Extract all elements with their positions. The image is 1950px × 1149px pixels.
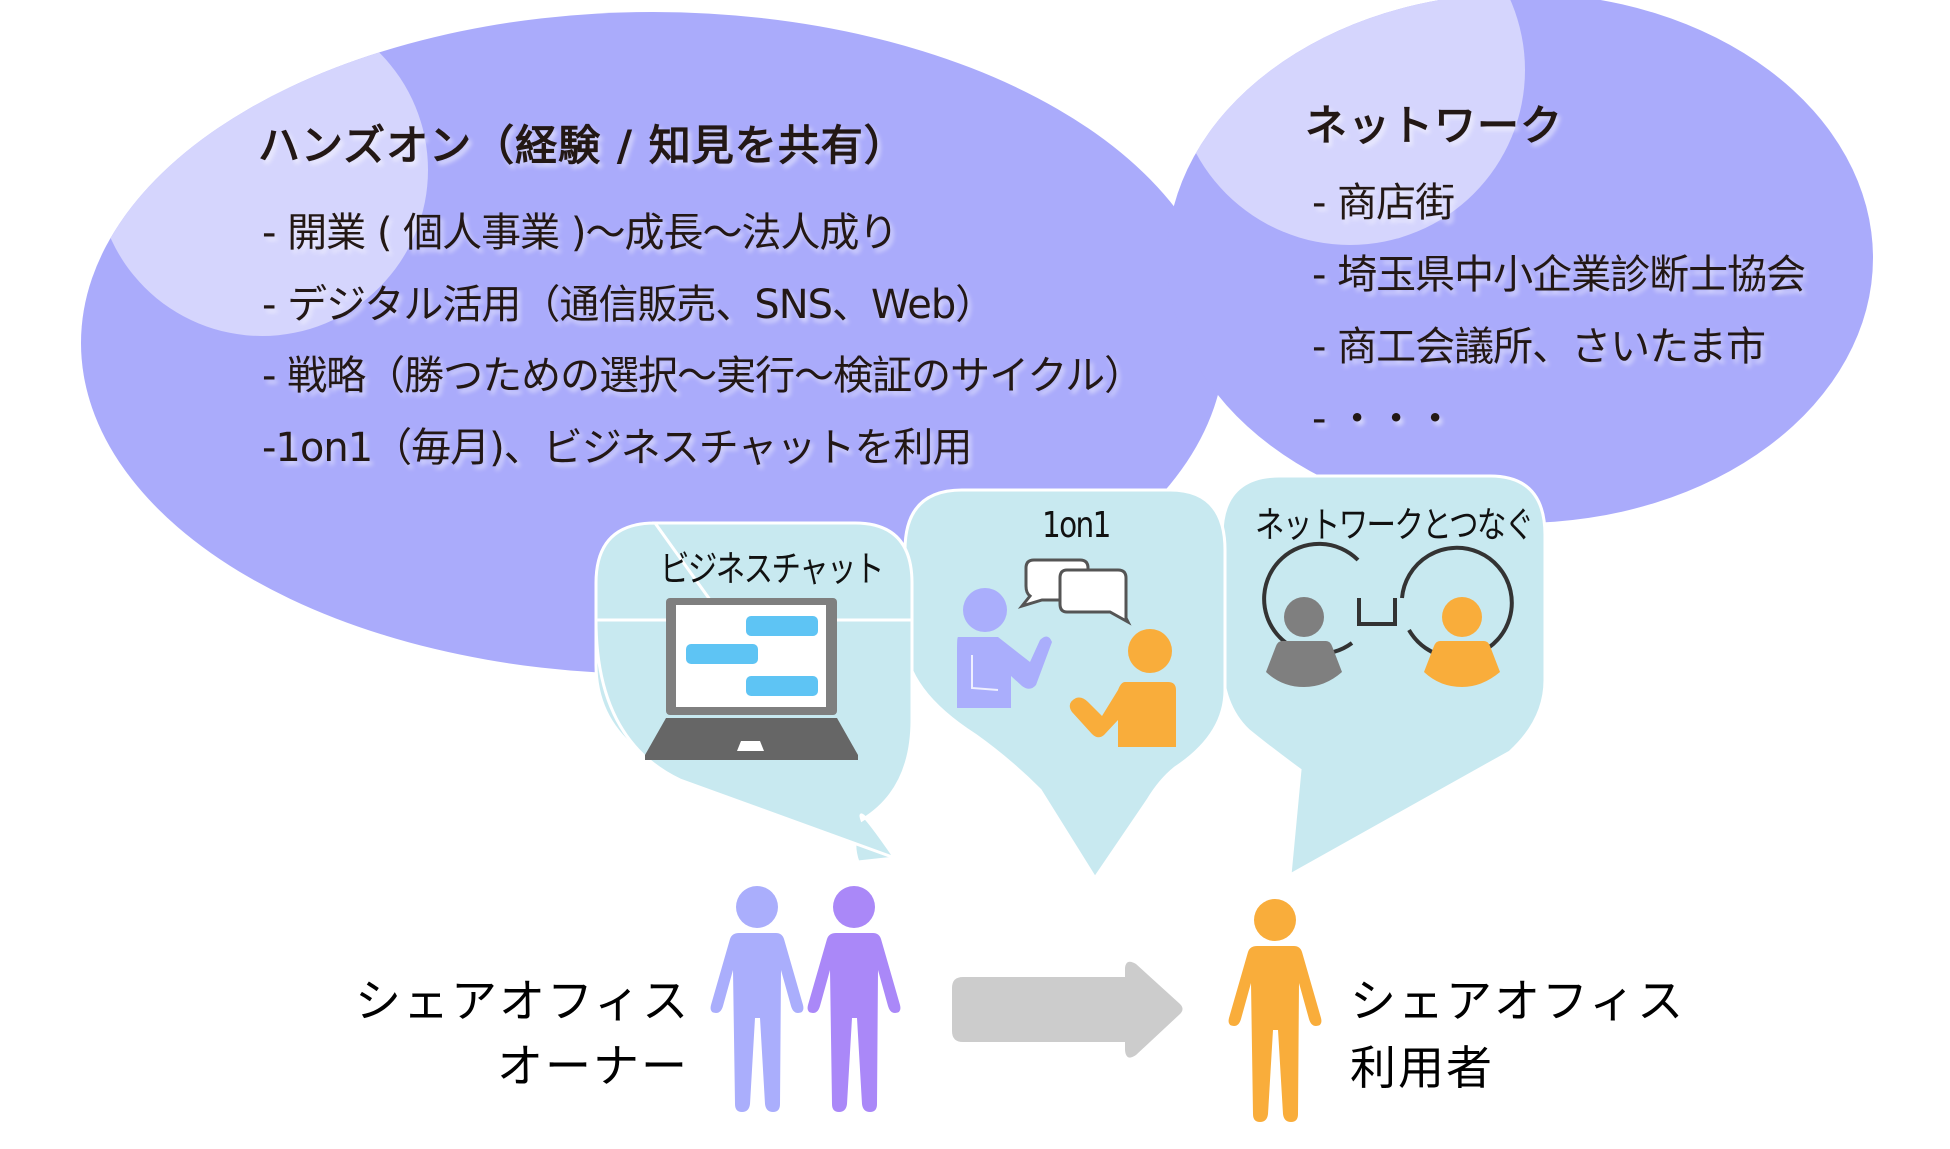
handson-item: - デジタル活用（通信販売、SNS、Web） bbox=[262, 282, 995, 328]
network-connect-icon bbox=[1262, 541, 1514, 687]
network-ellipse bbox=[1167, 0, 1873, 523]
bubble-one-on-one bbox=[903, 488, 1227, 881]
handson-item: - 戦略（勝つための選択～実行～検証のサイクル） bbox=[262, 353, 1144, 399]
bubble-label-one-on-one: 1on1 bbox=[1042, 505, 1111, 546]
network-item: - 商工会議所、さいたま市 bbox=[1312, 324, 1766, 370]
handson-item: -1on1（毎月)、ビジネスチャットを利用 bbox=[262, 425, 972, 471]
owner-label-line2: オーナー bbox=[497, 1039, 689, 1093]
network-item: - ・・・ bbox=[1312, 396, 1455, 442]
user-label-line1: シェアオフィス bbox=[1350, 974, 1686, 1028]
network-item: - 埼玉県中小企業診断士協会 bbox=[1312, 252, 1806, 298]
bubble-label-network-connect: ネットワークとつなぐ bbox=[1255, 505, 1534, 546]
bubble-label-business-chat: ビジネスチャット bbox=[660, 549, 884, 590]
network-highlight bbox=[1175, 0, 1525, 245]
owner-label-line1: シェアオフィス bbox=[355, 974, 691, 1028]
user-label-line2: 利用者 bbox=[1350, 1041, 1494, 1095]
two-people-icon bbox=[710, 886, 901, 1112]
owner-person-1 bbox=[710, 886, 804, 1112]
owner-person-2 bbox=[807, 886, 901, 1112]
network-item: - 商店街 bbox=[1312, 180, 1455, 226]
right-arrow-icon bbox=[952, 961, 1183, 1058]
handson-item: - 開業 ( 個人事業 )～成長～法人成り bbox=[262, 210, 899, 256]
network-title: ネットワーク bbox=[1305, 101, 1564, 150]
one-on-one-conversation-icon bbox=[957, 558, 1176, 747]
person-icon bbox=[1228, 899, 1322, 1122]
laptop-chat-icon bbox=[645, 598, 858, 760]
handson-title: ハンズオン（経験 / 知見を共有） bbox=[258, 121, 907, 170]
